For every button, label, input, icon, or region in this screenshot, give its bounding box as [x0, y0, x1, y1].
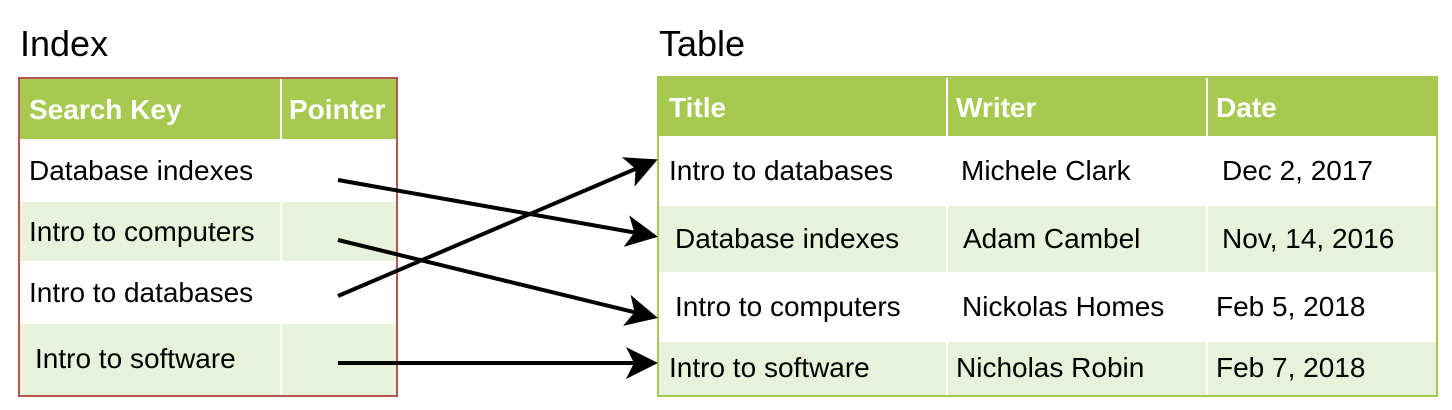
index-row-2-pointer [281, 262, 396, 323]
table-row-3-title: Intro to software [659, 341, 947, 395]
index-header-pointer: Pointer [281, 79, 396, 140]
table-row-1-writer: Adam Cambel [947, 205, 1207, 273]
table-row-2-writer: Nickolas Homes [947, 273, 1207, 341]
table-row-3-date: Feb 7, 2018 [1207, 341, 1436, 395]
index-row-1-search-key: Intro to computers [20, 201, 281, 262]
index-row-1-pointer [281, 201, 396, 262]
index-row-0-pointer [281, 140, 396, 201]
data-table-grid: Title Writer Date Intro to databases Mic… [657, 76, 1438, 397]
table-header-writer: Writer [947, 78, 1207, 137]
table-row-3-writer: Nicholas Robin [947, 341, 1207, 395]
table-header-date: Date [1207, 78, 1436, 137]
index-grid: Search Key Pointer Database indexes Intr… [18, 77, 398, 397]
table-row-2-date: Feb 5, 2018 [1207, 273, 1436, 341]
index-header-search-key: Search Key [20, 79, 281, 140]
table-row-1-title: Database indexes [659, 205, 947, 273]
table-row-0-title: Intro to databases [659, 137, 947, 205]
index-row-2-search-key: Intro to databases [20, 262, 281, 323]
table-row-0-date: Dec 2, 2017 [1207, 137, 1436, 205]
table-row-2-title: Intro to computers [659, 273, 947, 341]
index-row-3-search-key: Intro to software [20, 323, 281, 395]
table-title: Table [659, 23, 746, 64]
index-title: Index [20, 23, 109, 64]
table-row-1-date: Nov, 14, 2016 [1207, 205, 1436, 273]
table-row-0-writer: Michele Clark [947, 137, 1207, 205]
index-row-3-pointer [281, 323, 396, 395]
table-header-title: Title [659, 78, 947, 137]
index-row-0-search-key: Database indexes [20, 140, 281, 201]
